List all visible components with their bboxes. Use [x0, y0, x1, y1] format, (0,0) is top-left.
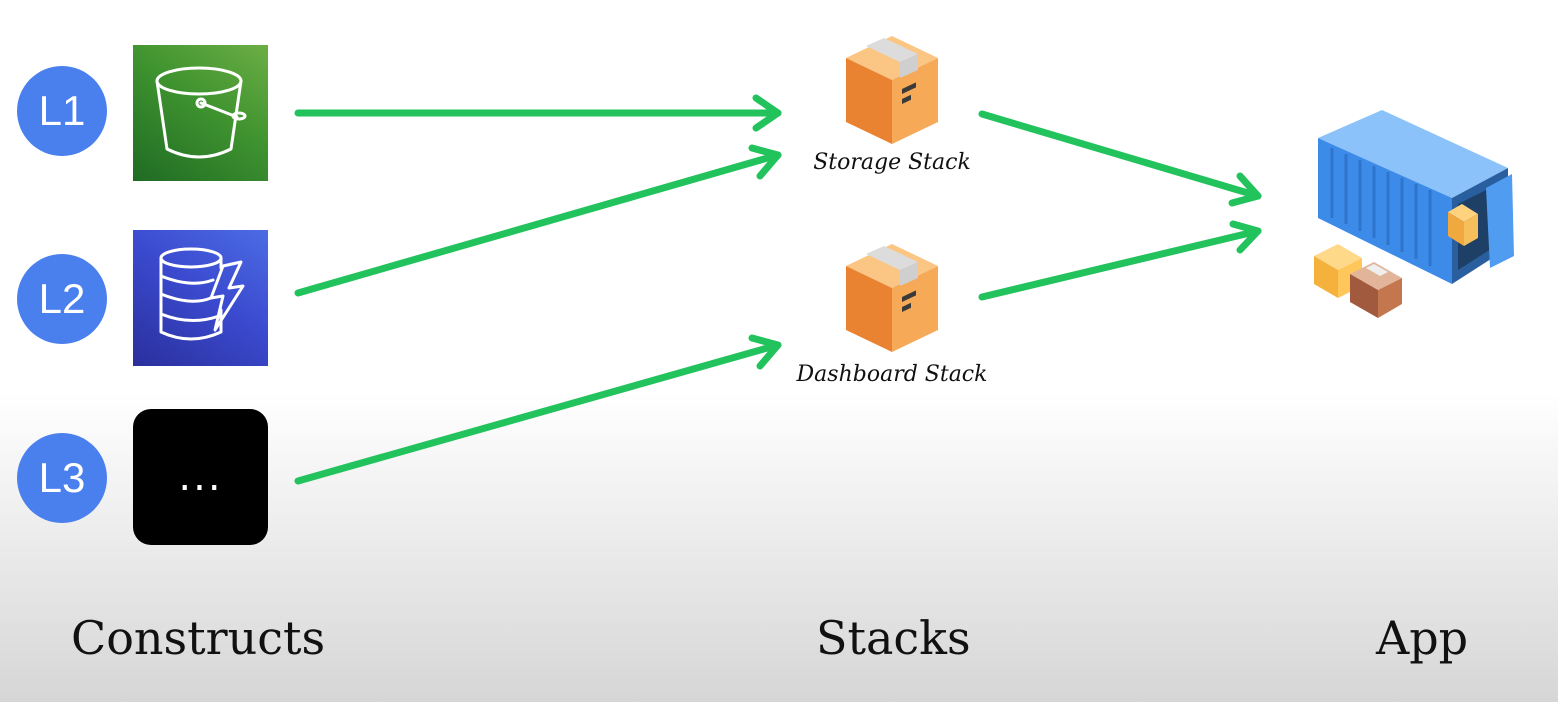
level-badge-l1: L1	[17, 66, 107, 156]
arrow-storage-stack-to-app	[978, 110, 1262, 207]
level-badge-l2: L2	[17, 254, 107, 344]
app-column-title: App	[1376, 611, 1469, 665]
storage-stack-box-icon	[846, 36, 938, 144]
arrow-l2-to-storage-stack	[294, 144, 782, 297]
constructs-column-title: Constructs	[71, 611, 326, 665]
storage-stack-label: Storage Stack	[813, 150, 971, 175]
dynamodb-icon	[159, 247, 245, 341]
shipping-container-icon	[1314, 110, 1514, 318]
s3-bucket-tile	[133, 45, 268, 181]
arrow-dashboard-stack-to-app	[978, 220, 1262, 301]
dynamodb-tile	[133, 230, 268, 366]
dashboard-stack-box-icon	[846, 244, 938, 352]
arrow-l3-to-dashboard-stack	[294, 334, 782, 485]
l3-ellipsis-tile: ...	[133, 409, 268, 545]
s3-bucket-icon	[155, 66, 247, 159]
arrow-l1-to-storage-stack	[294, 94, 782, 132]
dashboard-stack-label: Dashboard Stack	[796, 362, 988, 387]
level-badge-l3: L3	[17, 433, 107, 523]
stacks-column-title: Stacks	[816, 611, 971, 665]
